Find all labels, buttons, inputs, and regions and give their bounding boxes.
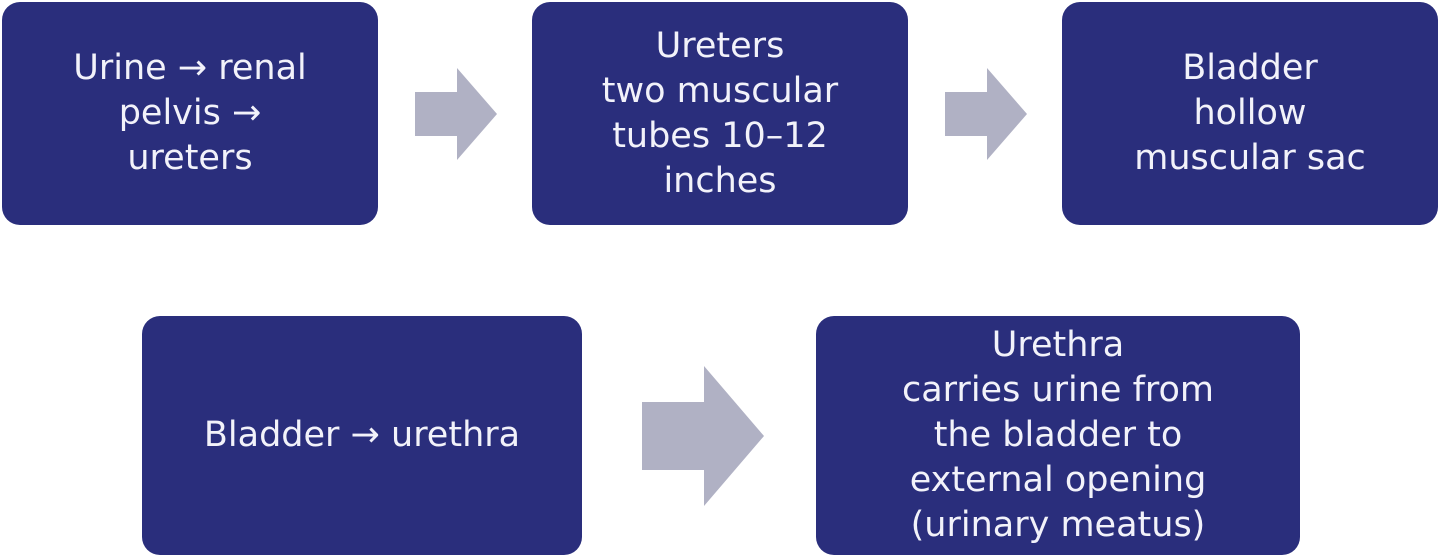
box-text-line: carries urine from: [901, 370, 1215, 410]
box-text-line: pelvis →: [118, 93, 262, 133]
step-box-urethra: Urethra carries urine from the bladder t…: [816, 316, 1300, 555]
box-text-line: muscular sac: [1134, 138, 1366, 178]
box-text-line: inches: [663, 160, 777, 201]
step-box-ureters: Ureters two muscular tubes 10–12 inches: [532, 2, 908, 225]
step-box-bladder-urethra: Bladder → urethra: [142, 316, 582, 555]
box-text-line: the bladder to: [933, 415, 1183, 455]
box-text-line: ureters: [127, 138, 253, 178]
right-arrow-icon: [642, 366, 764, 506]
box-text-line: (urinary meatus): [910, 505, 1206, 545]
box-text-line: external opening: [909, 460, 1207, 500]
right-arrow-icon: [415, 68, 497, 160]
box-text-line: Urethra: [991, 325, 1125, 365]
box-text-line: Ureters: [655, 25, 785, 66]
step-box-urine-renal-pelvis: Urine → renal pelvis → ureters: [2, 2, 378, 225]
box-text-line: Bladder → urethra: [203, 415, 521, 455]
box-text-line: hollow: [1193, 93, 1307, 133]
box-text-line: Urine → renal: [73, 48, 307, 88]
box-text-line: two muscular: [601, 70, 839, 111]
box-text-line: Bladder: [1182, 48, 1318, 88]
step-box-bladder: Bladder hollow muscular sac: [1062, 2, 1438, 225]
right-arrow-icon: [945, 68, 1027, 160]
box-text-line: tubes 10–12: [612, 115, 828, 156]
